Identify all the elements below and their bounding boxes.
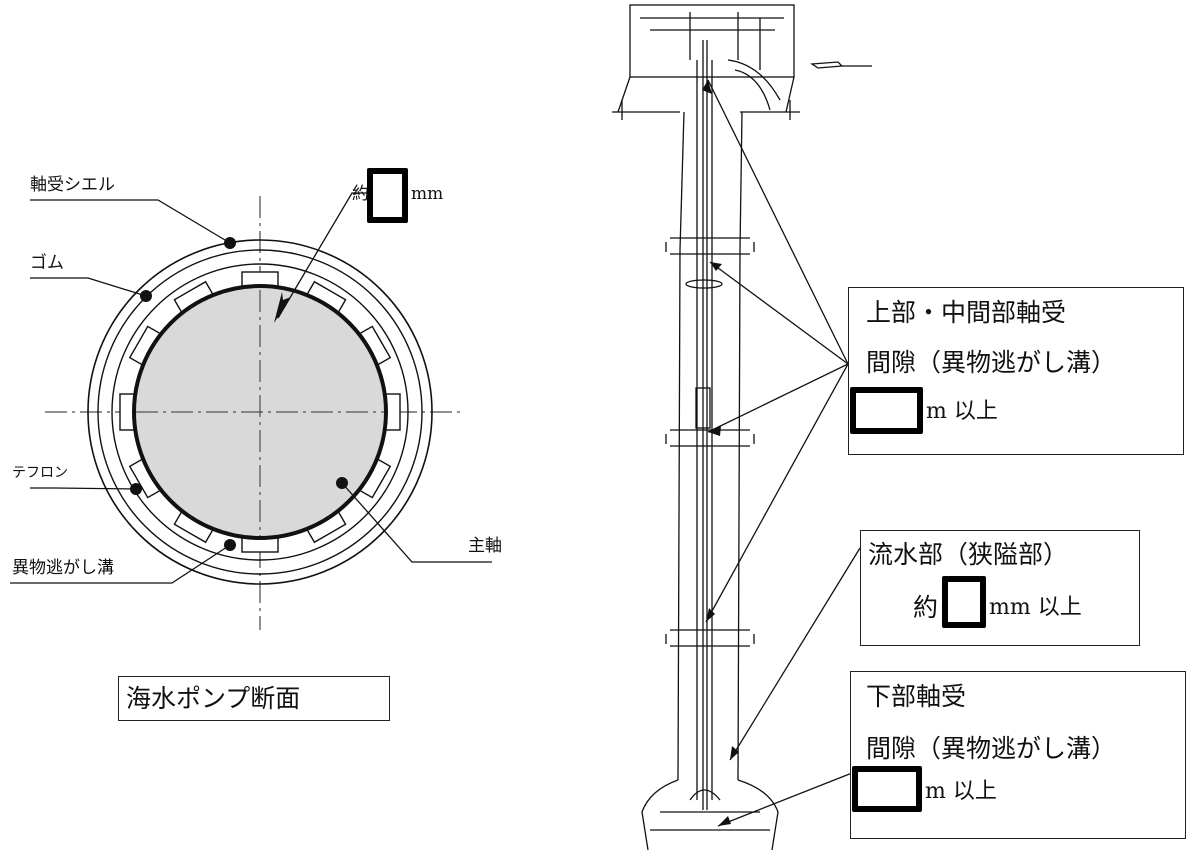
flow-redaction-box (942, 576, 986, 628)
right-leader-lines (705, 79, 861, 827)
label-teflon: テフロン (12, 465, 68, 481)
lower-bearing-callout (850, 671, 1186, 839)
lower-bearing-gap: 間隙（異物逃がし溝） (866, 734, 1117, 763)
flow-section-approx: 約 (913, 593, 939, 622)
flow-section-title: 流水部（狭隘部） (868, 540, 1069, 569)
right-arrowheads (702, 80, 739, 826)
rubber-ring (111, 263, 409, 561)
label-foreign-groove: 異物逃がし溝 (12, 558, 114, 578)
upper-redaction-box (850, 387, 923, 434)
flow-section-callout (860, 530, 1140, 646)
upper-bearing-gap: 間隙（異物逃がし溝） (866, 348, 1117, 377)
label-main-shaft: 主軸 (468, 536, 502, 556)
flow-section-min: mm 以上 (989, 595, 1082, 620)
label-rubber: ゴム (30, 253, 64, 273)
upper-bearing-min: m 以上 (926, 399, 998, 424)
shell-inner-ring (97, 249, 423, 575)
lower-redaction-box (852, 766, 922, 812)
caption-frame (118, 676, 390, 721)
upper-bearing-title: 上部・中間部軸受 (866, 298, 1067, 327)
label-bearing-shell: 軸受シエル (30, 175, 115, 195)
pump-section-caption: 海水ポンプ断面 (126, 684, 301, 713)
leader-dots (130, 237, 348, 551)
lower-bearing-min: m 以上 (925, 779, 997, 804)
label-approx-prefix: 約 (352, 184, 369, 204)
pump-cross-section-drawing (10, 192, 492, 630)
lower-bearing-title: 下部軸受 (866, 682, 967, 711)
gap-arrowhead (274, 292, 291, 323)
outer-shell-ring (87, 239, 433, 585)
redaction-box (367, 168, 408, 223)
label-mm-unit: mm (411, 184, 444, 204)
